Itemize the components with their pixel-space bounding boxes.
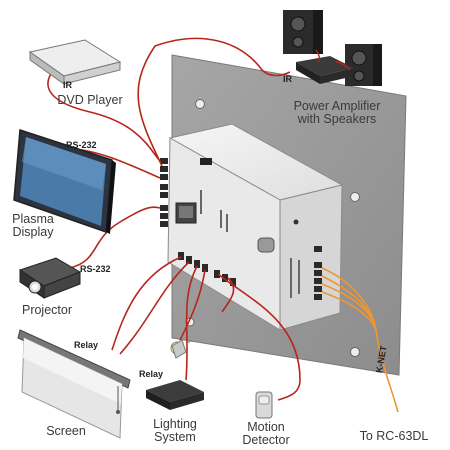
- cable-misc: [221, 277, 235, 313]
- lighting-system-label: Lighting System: [140, 418, 210, 444]
- motion-detector-device: [255, 391, 273, 419]
- ir-amp-label: IR: [283, 74, 292, 84]
- plasma-display-label-line1: Plasma: [12, 212, 54, 226]
- cable-screen-relay-2: [119, 261, 190, 355]
- rs232-projector-label: RS-232: [80, 264, 111, 274]
- dvd-player-device: [28, 39, 122, 85]
- dvd-player-label: DVD Player: [57, 93, 123, 107]
- screen-label: Screen: [46, 424, 86, 438]
- cable-amp-ir: [137, 37, 291, 167]
- plasma-display-label-line2: Display: [12, 225, 54, 239]
- relay-screen-label: Relay: [74, 340, 99, 350]
- cable-projector-rs232: [69, 206, 161, 269]
- amplifier-label-line1: Power Amplifier: [293, 99, 381, 113]
- projector-label: Projector: [21, 303, 73, 317]
- amplifier-label-line2: with Speakers: [297, 112, 377, 126]
- projector-device: [18, 257, 82, 299]
- rc-63dl-label: To RC-63DL: [359, 429, 429, 443]
- motion-detector-label: Motion Detector: [228, 421, 304, 447]
- plasma-display-label: Plasma Display: [4, 213, 62, 239]
- room-controller: [160, 123, 344, 331]
- amplifier-speakers-device: [283, 10, 382, 86]
- lighting-system-label-line1: Lighting: [153, 417, 197, 431]
- motion-detector-label-line2: Detector: [242, 433, 290, 447]
- rs232-plasma-label: RS-232: [66, 140, 97, 150]
- motion-detector-label-line1: Motion: [247, 420, 285, 434]
- knet-cables: [321, 267, 399, 413]
- cable-motion: [217, 273, 301, 401]
- cable-dvd-ir: [47, 61, 161, 162]
- cable-lighting-lamp: [179, 269, 206, 341]
- plasma-display-device: [13, 128, 116, 234]
- lighting-system-label-line2: System: [154, 430, 196, 444]
- cable-lighting-relay: [185, 265, 198, 381]
- lighting-system-device: [146, 339, 204, 410]
- projection-screen-device: [17, 329, 131, 439]
- relay-lighting-label: Relay: [139, 369, 164, 379]
- ir-dvd-label: IR: [63, 80, 72, 90]
- cables: [47, 37, 301, 401]
- amplifier-label: Power Amplifier with Speakers: [282, 100, 392, 126]
- cable-screen-relay: [111, 256, 182, 351]
